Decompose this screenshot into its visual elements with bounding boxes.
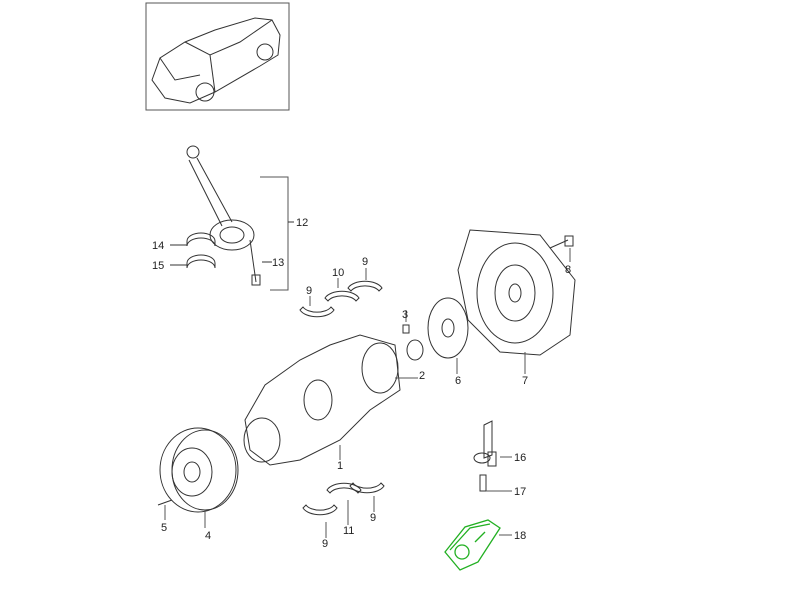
crankshaft [243, 334, 424, 466]
leader-lines [164, 248, 571, 538]
callout-17[interactable]: 17 [514, 486, 527, 498]
callout-4[interactable]: 4 [205, 530, 212, 542]
callout-14[interactable]: 14 [152, 240, 165, 252]
car-overview-image [145, 2, 290, 111]
callout-5[interactable]: 5 [161, 522, 168, 534]
callout-15[interactable]: 15 [152, 260, 165, 272]
pulley [157, 427, 239, 513]
callout-6[interactable]: 6 [455, 375, 462, 387]
callout-7[interactable]: 7 [522, 375, 529, 387]
callout-18[interactable]: 18 [514, 530, 527, 542]
callout-9[interactable]: 9 [370, 512, 377, 524]
bearing-shells [299, 280, 410, 516]
callout-9[interactable]: 9 [322, 538, 329, 550]
flex-plate [427, 229, 576, 359]
callout-9[interactable]: 9 [306, 285, 313, 297]
callout-2[interactable]: 2 [419, 370, 426, 382]
callout-8[interactable]: 8 [565, 264, 572, 276]
callout-13[interactable]: 13 [272, 257, 285, 269]
callout-11[interactable]: 11 [343, 525, 355, 537]
callout-10[interactable]: 10 [332, 267, 345, 279]
part-18-highlighted[interactable] [444, 519, 501, 571]
connecting-rod [170, 145, 294, 291]
sensor [473, 420, 497, 492]
callout-12[interactable]: 12 [296, 217, 309, 229]
callout-3[interactable]: 3 [402, 309, 409, 321]
callout-9[interactable]: 9 [362, 256, 369, 268]
callout-16[interactable]: 16 [514, 452, 527, 464]
callout-1[interactable]: 1 [337, 460, 344, 472]
